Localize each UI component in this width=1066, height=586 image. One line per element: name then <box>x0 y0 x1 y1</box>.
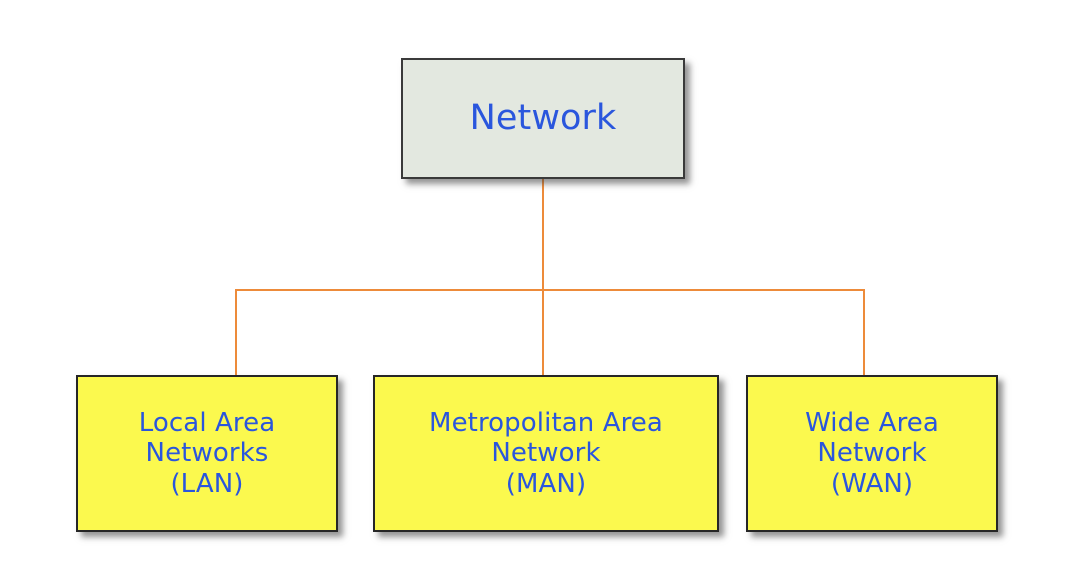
node-lan-label: Local Area Networks (LAN) <box>138 408 276 499</box>
node-wan[interactable]: Wide Area Network (WAN) <box>746 375 998 532</box>
node-network-root[interactable]: Network <box>401 58 685 179</box>
node-wan-label: Wide Area Network (WAN) <box>805 408 939 499</box>
node-network-label: Network <box>469 98 617 139</box>
node-lan[interactable]: Local Area Networks (LAN) <box>76 375 338 532</box>
node-man[interactable]: Metropolitan Area Network (MAN) <box>373 375 719 532</box>
node-man-label: Metropolitan Area Network (MAN) <box>429 408 663 499</box>
